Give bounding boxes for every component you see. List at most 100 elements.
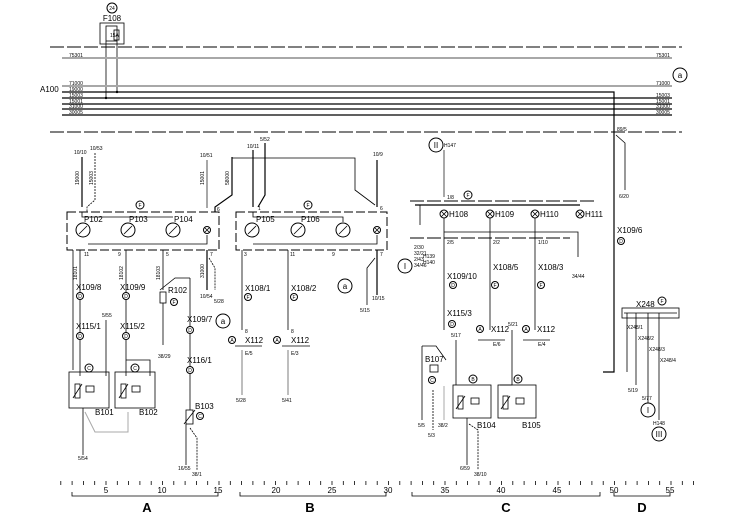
connector-x108-1[interactable]: X108/1 bbox=[245, 284, 271, 293]
svg-text:15003: 15003 bbox=[89, 171, 95, 185]
svg-text:9: 9 bbox=[118, 252, 121, 258]
svg-text:2/5: 2/5 bbox=[447, 240, 454, 246]
svg-text:75301: 75301 bbox=[69, 53, 83, 59]
svg-text:H140: H140 bbox=[423, 260, 435, 266]
connector-x115-3[interactable]: X115/3 bbox=[447, 309, 472, 318]
svg-text:50: 50 bbox=[610, 486, 619, 495]
fuse-name: F108 bbox=[103, 14, 122, 23]
svg-text:10/54: 10/54 bbox=[200, 294, 213, 300]
svg-text:5: 5 bbox=[166, 252, 169, 258]
sensor-b104[interactable]: B B104 bbox=[452, 374, 496, 430]
lamp-h111[interactable]: H111 bbox=[575, 209, 603, 219]
lamp-h109[interactable]: H109 bbox=[485, 209, 515, 219]
connector-x109-7[interactable]: X109/7 bbox=[187, 315, 213, 324]
svg-text:X248/1: X248/1 bbox=[627, 325, 643, 331]
svg-text:D: D bbox=[124, 294, 128, 300]
svg-text:55: 55 bbox=[666, 486, 675, 495]
gauge-unlabeled[interactable] bbox=[335, 222, 351, 238]
connector-x109-10[interactable]: X109/10 bbox=[447, 272, 477, 281]
svg-text:10: 10 bbox=[158, 486, 167, 495]
svg-text:X112: X112 bbox=[245, 336, 264, 345]
svg-text:15003: 15003 bbox=[69, 93, 83, 99]
svg-text:6/20: 6/20 bbox=[619, 194, 629, 200]
sensor-b102[interactable]: C B102 bbox=[114, 363, 158, 417]
svg-text:F: F bbox=[466, 193, 469, 199]
gauge-p106[interactable]: P106 bbox=[290, 215, 320, 238]
connector-x115-1[interactable]: X115/1 bbox=[76, 322, 101, 331]
svg-text:1: 1 bbox=[258, 206, 261, 212]
svg-text:B: B bbox=[516, 377, 520, 383]
svg-text:32/21: 32/21 bbox=[414, 251, 427, 257]
svg-text:5/28: 5/28 bbox=[236, 398, 246, 404]
lamp-h110[interactable]: H110 bbox=[530, 209, 559, 219]
terminal-block-x248[interactable]: X248 F bbox=[621, 296, 680, 319]
svg-text:III: III bbox=[656, 430, 663, 439]
connector-x109-9[interactable]: X109/9 bbox=[120, 283, 146, 292]
svg-text:10/15: 10/15 bbox=[372, 296, 385, 302]
sensor-b103[interactable]: B103 C bbox=[183, 402, 214, 425]
svg-text:20: 20 bbox=[272, 486, 281, 495]
svg-text:D: D bbox=[450, 322, 454, 328]
sensor-b101[interactable]: C B101 bbox=[68, 363, 114, 417]
lamp-h108[interactable]: H108 bbox=[439, 209, 469, 219]
svg-text:B102: B102 bbox=[139, 408, 158, 417]
svg-text:45: 45 bbox=[553, 486, 562, 495]
plug-x112-c1[interactable]: A X112 E/6 bbox=[476, 325, 510, 348]
svg-text:A: A bbox=[230, 338, 234, 344]
svg-text:C: C bbox=[430, 378, 434, 384]
svg-text:10/10: 10/10 bbox=[74, 150, 87, 156]
svg-text:P104: P104 bbox=[174, 215, 193, 224]
svg-text:X248/4: X248/4 bbox=[660, 358, 676, 364]
svg-text:1/8: 1/8 bbox=[447, 195, 454, 201]
svg-text:H139: H139 bbox=[423, 254, 435, 260]
fuse-element-icon bbox=[113, 29, 120, 41]
gauge-p105[interactable]: P105 bbox=[244, 215, 275, 238]
connector-x116-1[interactable]: X116/1 bbox=[187, 356, 212, 365]
svg-text:D: D bbox=[188, 328, 192, 334]
svg-text:X112: X112 bbox=[291, 336, 310, 345]
svg-text:X112: X112 bbox=[537, 325, 556, 334]
gauge-p104[interactable]: P104 bbox=[165, 215, 193, 238]
svg-text:P102: P102 bbox=[84, 215, 103, 224]
connector-x109-6[interactable]: X109/6 bbox=[617, 226, 643, 235]
plug-x112-b1[interactable]: A X112 8 E/5 bbox=[228, 329, 264, 357]
connector-x109-8[interactable]: X109/8 bbox=[76, 283, 102, 292]
connector-x108-5[interactable]: X108/5 bbox=[493, 263, 519, 272]
svg-text:X248/2: X248/2 bbox=[638, 336, 654, 342]
svg-text:C: C bbox=[198, 414, 202, 420]
gauge-p102[interactable]: P102 bbox=[75, 215, 103, 238]
plug-x112-b2[interactable]: A X112 8 E/3 bbox=[273, 329, 311, 357]
svg-text:X112: X112 bbox=[491, 325, 510, 334]
svg-text:34/44: 34/44 bbox=[572, 274, 585, 280]
svg-text:B101: B101 bbox=[95, 408, 114, 417]
svg-text:X248: X248 bbox=[636, 300, 655, 309]
fuse-box bbox=[99, 22, 125, 45]
fuse-f108[interactable]: 24 F108 15A bbox=[99, 2, 125, 100]
svg-text:7: 7 bbox=[210, 252, 213, 258]
svg-text:10/9: 10/9 bbox=[373, 152, 383, 158]
svg-text:E/3: E/3 bbox=[291, 351, 299, 357]
switch-b107[interactable]: B107 C bbox=[422, 345, 447, 384]
section-a: 10/10 10/53 10/51 19000 15003 15001 5800… bbox=[66, 146, 233, 478]
svg-text:B105: B105 bbox=[522, 421, 541, 430]
resistor-r102[interactable]: R102 F bbox=[159, 277, 190, 306]
svg-text:F: F bbox=[660, 299, 663, 305]
bus-a100: A100 75301 71000 19000 15003 15001 31000… bbox=[40, 46, 688, 373]
svg-text:D: D bbox=[619, 239, 623, 245]
connector-x108-3[interactable]: X108/3 bbox=[538, 263, 564, 272]
svg-text:5/55: 5/55 bbox=[102, 313, 112, 319]
svg-text:5/17: 5/17 bbox=[451, 333, 461, 339]
sensor-b105[interactable]: B B105 bbox=[497, 374, 541, 430]
svg-text:6/59: 6/59 bbox=[460, 466, 470, 472]
svg-text:H110: H110 bbox=[540, 210, 559, 219]
ref-circle-i-label: I bbox=[404, 262, 406, 271]
connector-x108-2[interactable]: X108/2 bbox=[291, 284, 317, 293]
svg-text:H109: H109 bbox=[495, 210, 515, 219]
gauge-p103[interactable]: P103 bbox=[120, 215, 148, 238]
svg-text:D: D bbox=[124, 334, 128, 340]
svg-text:C: C bbox=[87, 366, 91, 372]
svg-text:C: C bbox=[133, 366, 137, 372]
connector-x115-2[interactable]: X115/2 bbox=[120, 322, 145, 331]
plug-x112-c2[interactable]: A X112 E/4 bbox=[522, 325, 556, 348]
